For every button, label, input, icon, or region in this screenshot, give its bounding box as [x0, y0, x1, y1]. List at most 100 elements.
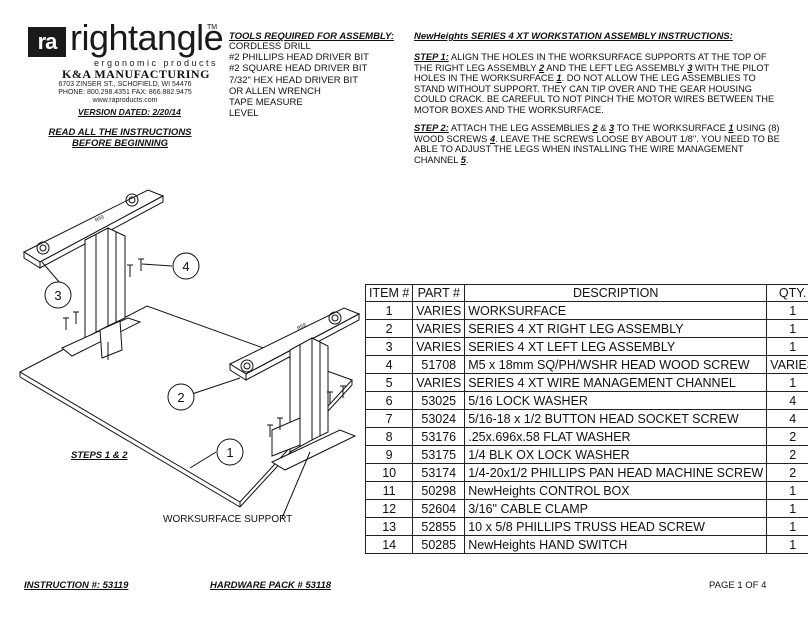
left-leg-assembly [22, 189, 165, 360]
cell-part: 53025 [412, 391, 466, 410]
cell-part: 52855 [412, 517, 466, 536]
cell-item: 9 [364, 445, 414, 464]
callout-2-circle [167, 383, 195, 411]
company-website: www.raproducts.com [92, 97, 158, 104]
logo-tagline: ergonomic products [94, 58, 219, 68]
header-qty: QTY. [766, 284, 808, 302]
cell-qty: 1 [766, 301, 808, 320]
step-ref: 4 [489, 133, 496, 144]
cell-part: 53176 [412, 427, 466, 446]
step-ref: 2 [592, 123, 598, 133]
read-all-notice: READ ALL THE INSTRUCTIONS BEFORE BEGINNI… [20, 127, 220, 149]
header-description: DESCRIPTION [464, 284, 768, 302]
step-2-label: STEP 2: [414, 123, 449, 133]
cell-item: 13 [364, 517, 414, 536]
step-1-text: ALIGN THE HOLES IN THE WORKSURFACE SUPPO… [414, 52, 767, 73]
callout-1: 1 [226, 445, 233, 460]
cell-qty: VARIES [766, 355, 808, 374]
tool-item: LEVEL [229, 108, 259, 120]
cell-qty: 2 [766, 463, 808, 482]
cell-item: 6 [364, 391, 414, 410]
company-phone: PHONE: 800.298.4351 FAX: 866.882.9475 [58, 89, 192, 96]
leg-label: R59 [296, 322, 307, 332]
cell-description: 10 x 5/8 PHILLIPS TRUSS HEAD SCREW [464, 517, 768, 536]
cell-part: 50285 [412, 535, 466, 554]
page-number: PAGE 1 OF 4 [709, 580, 767, 591]
cell-item: 10 [364, 463, 414, 482]
step-2-text: . LEAVE THE SCREWS LOOSE BY ABOUT 1/8". … [414, 133, 780, 165]
cell-description: NewHeights CONTROL BOX [464, 481, 768, 500]
cell-description: .25x.696x.58 FLAT WASHER [464, 427, 768, 446]
tools-list: CORDLESS DRILL #2 PHILLIPS HEAD DRIVER B… [229, 41, 369, 119]
instructions-title: NewHeights SERIES 4 XT WORKSTATION ASSEM… [414, 31, 733, 42]
cell-description: 5/16-18 x 1/2 BUTTON HEAD SOCKET SCREW [464, 409, 768, 428]
step-1: STEP 1: ALIGN THE HOLES IN THE WORKSURFA… [414, 52, 786, 116]
cell-part: VARIES [412, 337, 466, 356]
version-dated: VERSION DATED: 2/20/14 [78, 107, 181, 117]
step-ref: 3 [609, 123, 615, 133]
step-2-text: ATTACH THE LEG ASSEMBLIES [450, 123, 590, 133]
cell-qty: 2 [766, 445, 808, 464]
tool-item: TAPE MEASURE [229, 97, 303, 109]
cell-qty: 1 [766, 517, 808, 536]
cell-qty: 1 [766, 373, 808, 392]
worksurface-support-label: WORKSURFACE SUPPORT [163, 514, 293, 525]
header-part: PART # [412, 284, 466, 302]
tools-title: TOOLS REQUIRED FOR ASSEMBLY: [229, 31, 395, 42]
cell-qty: 1 [766, 499, 808, 518]
cell-item: 11 [364, 481, 414, 500]
steps-label: STEPS 1 & 2 [71, 450, 128, 461]
tool-item: 7/32" HEX HEAD DRIVER BIT [229, 74, 359, 86]
cell-part: 53024 [412, 409, 466, 428]
cell-description: SERIES 4 XT WIRE MANAGEMENT CHANNEL [464, 373, 768, 392]
logo-trademark: TM [207, 24, 218, 31]
cell-item: 7 [364, 409, 414, 428]
cell-qty: 1 [766, 481, 808, 500]
logo-mark: ra [28, 27, 66, 57]
step-ref: 5 [460, 154, 466, 165]
step-1-text: AND THE LEFT LEG ASSEMBLY [546, 62, 685, 73]
cell-description: 1/4 BLK OX LOCK WASHER [464, 445, 768, 464]
cell-item: 5 [364, 373, 414, 392]
header-item: ITEM # [364, 284, 414, 302]
cell-item: 4 [364, 355, 414, 374]
leg-label: R59 [94, 214, 105, 224]
read-all-line-1: READ ALL THE INSTRUCTIONS [48, 127, 192, 138]
cell-qty: 4 [766, 409, 808, 428]
cell-item: 1 [364, 301, 414, 320]
cell-description: SERIES 4 XT RIGHT LEG ASSEMBLY [464, 319, 768, 338]
cell-description: M5 x 18mm SQ/PH/WSHR HEAD WOOD SCREW [464, 355, 768, 374]
cell-item: 3 [364, 337, 414, 356]
step-1-text: WITH THE PILOT HOLES IN THE WORKSURFACE [414, 62, 770, 84]
tool-item: #2 PHILLIPS HEAD DRIVER BIT [229, 52, 369, 64]
step-ref: 2 [539, 62, 545, 73]
step-ref: 1 [728, 123, 734, 133]
cell-part: 51708 [412, 355, 466, 374]
cell-description: SERIES 4 XT LEFT LEG ASSEMBLY [464, 337, 768, 356]
cell-qty: 2 [766, 427, 808, 446]
right-leg-assembly [228, 307, 361, 471]
callout-3: 3 [54, 288, 61, 303]
company-name: K&A MANUFACTURING [62, 67, 210, 81]
tool-item: CORDLESS DRILL [229, 41, 311, 52]
cell-description: 3/16" CABLE CLAMP [464, 499, 768, 518]
cell-qty: 1 [766, 337, 808, 356]
cell-qty: 4 [766, 391, 808, 410]
cell-qty: 1 [766, 535, 808, 554]
cell-description: NewHeights HAND SWITCH [464, 535, 768, 554]
read-all-line-2: BEFORE BEGINNING [71, 138, 169, 149]
company-address: 6703 ZINSER ST., SCHOFIELD, WI 54476 [58, 81, 192, 88]
step-2: STEP 2: ATTACH THE LEG ASSEMBLIES 2 & 3 … [414, 123, 786, 165]
cell-part: VARIES [412, 373, 466, 392]
instruction-number: INSTRUCTION #: 53119 [24, 580, 129, 591]
hardware-pack: HARDWARE PACK # 53118 [210, 580, 332, 591]
